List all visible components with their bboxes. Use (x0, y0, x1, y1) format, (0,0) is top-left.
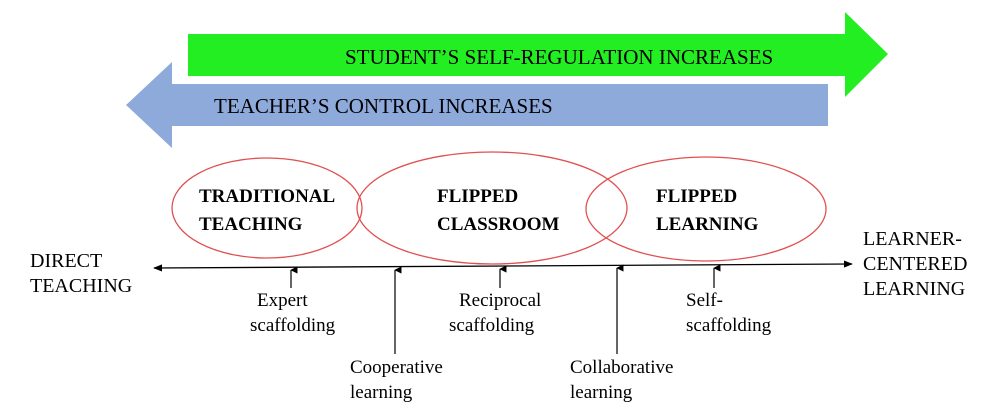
direct-teaching-label-line1: DIRECT (30, 250, 102, 272)
direct-teaching-label-line2: TEACHING (30, 275, 132, 297)
expert-scaffolding-label-line2: scaffolding (250, 315, 336, 336)
cooperative-learning-label-line1: Cooperative (350, 357, 443, 378)
learner-centered-label-line2: CENTERED (863, 253, 967, 275)
flipped-learning-label-line2: LEARNING (656, 214, 759, 235)
student-self-regulation-arrow (188, 12, 888, 97)
flipped-learning-label-line1: FLIPPED (656, 186, 737, 207)
reciprocal-scaffolding-label-line1: Reciprocal (459, 290, 541, 311)
learner-centered-label-line1: LEARNER- (863, 228, 962, 250)
student-self-regulation-label: STUDENT’S SELF-REGULATION INCREASES (345, 45, 773, 69)
traditional-teaching-oval (171, 157, 363, 259)
teaching-continuum-axis (153, 260, 853, 272)
teacher-control-label: TEACHER’S CONTROL INCREASES (214, 94, 553, 118)
reciprocal-scaffolding-label-line2: scaffolding (449, 315, 535, 336)
traditional-teaching-label-line1: TRADITIONAL (199, 186, 335, 207)
traditional-teaching-label-line2: TEACHING (199, 214, 303, 235)
flipped-learning-oval (585, 156, 827, 262)
teacher-control-arrow (126, 62, 828, 148)
flipped-classroom-label-line2: CLASSROOM (437, 214, 560, 235)
expert-scaffolding-label-line1: Expert (257, 290, 308, 311)
flipped-classroom-label-line1: FLIPPED (437, 186, 518, 207)
collaborative-learning-label-line2: learning (570, 382, 633, 403)
self-scaffolding-label-line1: Self- (686, 290, 723, 311)
collaborative-learning-label-line1: Collaborative (570, 357, 673, 378)
learner-centered-label-line3: LEARNING (863, 278, 965, 300)
cooperative-learning-label-line2: learning (350, 382, 413, 403)
self-scaffolding-label-line2: scaffolding (686, 315, 772, 336)
